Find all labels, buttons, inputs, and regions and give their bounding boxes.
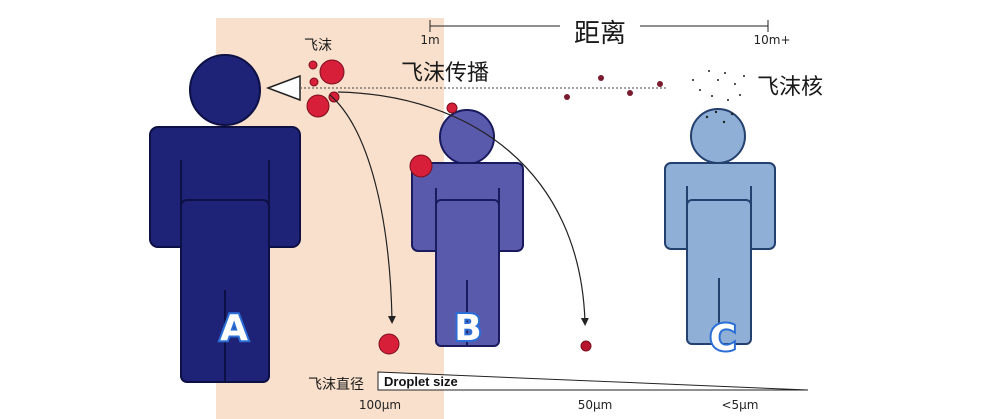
distance-end-label: 10m+ [753, 33, 790, 47]
size-tick-50: 50μm [578, 398, 613, 412]
distance-scale: 距离 1m 10m+ [420, 19, 790, 49]
droplet-nuclei-label: 飞沫核 [757, 75, 823, 100]
droplet-size-wedge: Droplet size [377, 371, 809, 391]
droplet-cluster [306, 59, 458, 118]
size-tick-5: <5μm [721, 398, 758, 412]
trajectory-short [329, 94, 396, 324]
droplet-on-b [409, 154, 433, 178]
fallen-droplet-large [378, 333, 400, 355]
droplet-spread-label: 飞沫传播 [401, 61, 489, 86]
droplet-nuclei-specks [692, 70, 745, 124]
person-b [411, 109, 524, 347]
person-a-letter: A [220, 308, 248, 349]
trajectory-medium [337, 91, 589, 326]
person-a [149, 54, 301, 383]
person-c [664, 108, 776, 345]
droplet-diameter-label: 飞沫直径 [308, 376, 364, 393]
fallen-droplet-small [580, 340, 592, 352]
size-tick-100: 100μm [359, 398, 401, 412]
droplet-label: 飞沫 [304, 38, 332, 54]
distance-start-label: 1m [420, 33, 439, 47]
midair-droplets [564, 75, 663, 100]
droplet-size-label: Droplet size [384, 374, 458, 389]
person-b-letter: B [454, 308, 481, 349]
person-c-letter: C [710, 318, 736, 359]
distance-label: 距离 [574, 19, 626, 49]
